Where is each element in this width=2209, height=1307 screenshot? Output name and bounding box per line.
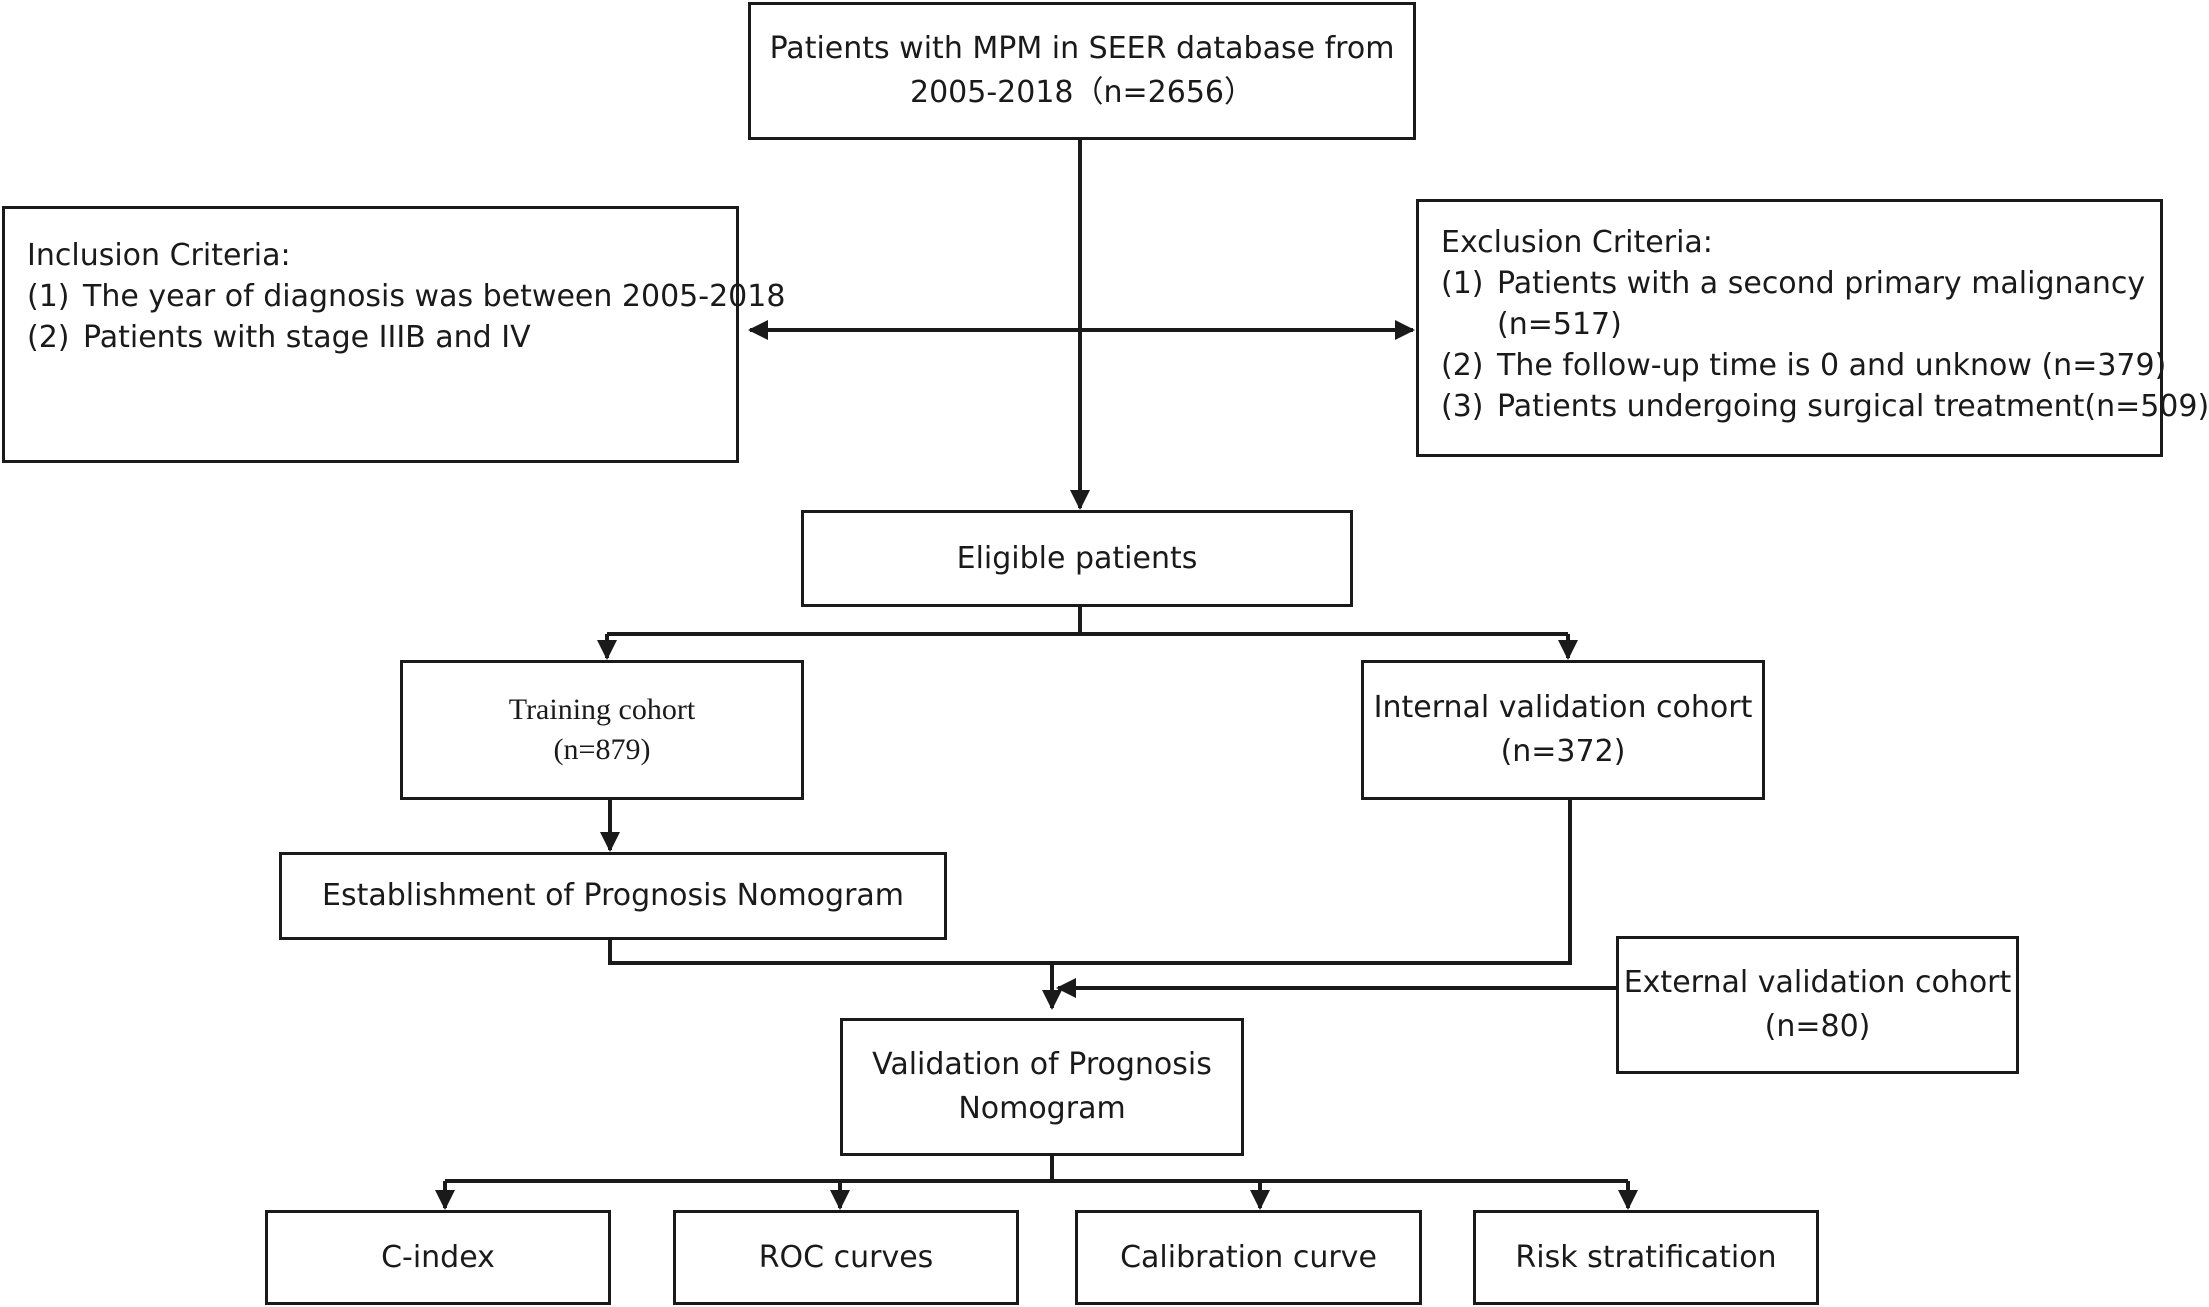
outcome-label: C-index [381,1239,495,1275]
exclusion-item-text: The follow-up time is 0 and unknow (n=37… [1497,348,2167,383]
external-validation-box: External validation cohort (n=80) [1616,936,2019,1074]
outcome-risk-stratification: Risk stratification [1473,1210,1819,1305]
exclusion-item-text: Patients undergoing surgical treatment(n… [1497,389,2209,424]
training-cohort-box: Training cohort (n=879) [400,660,804,800]
exclusion-item-text: Patients with a second primary malignanc… [1497,266,2146,301]
eligible-patients-box: Eligible patients [801,510,1353,607]
outcome-label: ROC curves [758,1239,934,1275]
source-box: Patients with MPM in SEER database from … [748,2,1416,140]
internal-validation-box: Internal validation cohort (n=372) [1361,660,1765,800]
exclusion-item-number: (3) [1441,389,1484,424]
establishment-box: Establishment of Prognosis Nomogram [279,852,947,940]
training-line-1: Training cohort [508,693,696,726]
establishment-connector [608,940,1052,965]
internal-line-1: Internal validation cohort [1373,690,1753,725]
exclusion-criteria-box: Exclusion Criteria: (1) Patients with a … [1416,199,2209,457]
outcome-calibration-curve: Calibration curve [1075,1210,1422,1305]
inclusion-item-text: Patients with stage IIIB and IV [83,320,531,355]
outcome-label: Calibration curve [1120,1239,1377,1275]
validation-line-1: Validation of Prognosis [872,1047,1212,1082]
source-line-2: 2005-2018（n=2656） [909,75,1255,110]
exclusion-item: (3) Patients undergoing surgical treatme… [1441,386,2209,427]
source-line-1: Patients with MPM in SEER database from [769,31,1395,66]
exclusion-item-number: (2) [1441,348,1484,383]
outcome-c-index: C-index [265,1210,611,1305]
outcome-label: Risk stratification [1515,1239,1777,1275]
inclusion-item: (2) Patients with stage IIIB and IV [27,317,736,358]
exclusion-item-number: (1) [1441,266,1484,301]
inclusion-item-number: (2) [27,320,70,355]
exclusion-item: (2) The follow-up time is 0 and unknow (… [1441,345,2166,386]
establishment-label: Establishment of Prognosis Nomogram [321,878,905,913]
validation-nomogram-box: Validation of Prognosis Nomogram [840,1018,1244,1156]
inclusion-item: (1) The year of diagnosis was between 20… [27,276,785,317]
inclusion-heading: Inclusion Criteria: [27,238,291,273]
training-line-2: (n=879) [553,733,651,766]
outcome-roc-curves: ROC curves [673,1210,1019,1305]
validation-line-2: Nomogram [958,1091,1126,1126]
exclusion-item-continuation: (n=517) [1497,307,1622,342]
external-line-2: (n=80) [1764,1009,1871,1044]
inclusion-criteria-box: Inclusion Criteria: (1) The year of diag… [2,206,785,463]
inclusion-item-text: The year of diagnosis was between 2005-2… [83,279,786,314]
internal-connector [1052,800,1572,965]
internal-line-2: (n=372) [1500,734,1626,769]
external-line-1: External validation cohort [1623,965,2012,1000]
eligible-label: Eligible patients [956,540,1198,576]
exclusion-item: (1) Patients with a second primary malig… [1441,263,2160,304]
inclusion-item-number: (1) [27,279,70,314]
exclusion-heading: Exclusion Criteria: [1441,225,1713,260]
